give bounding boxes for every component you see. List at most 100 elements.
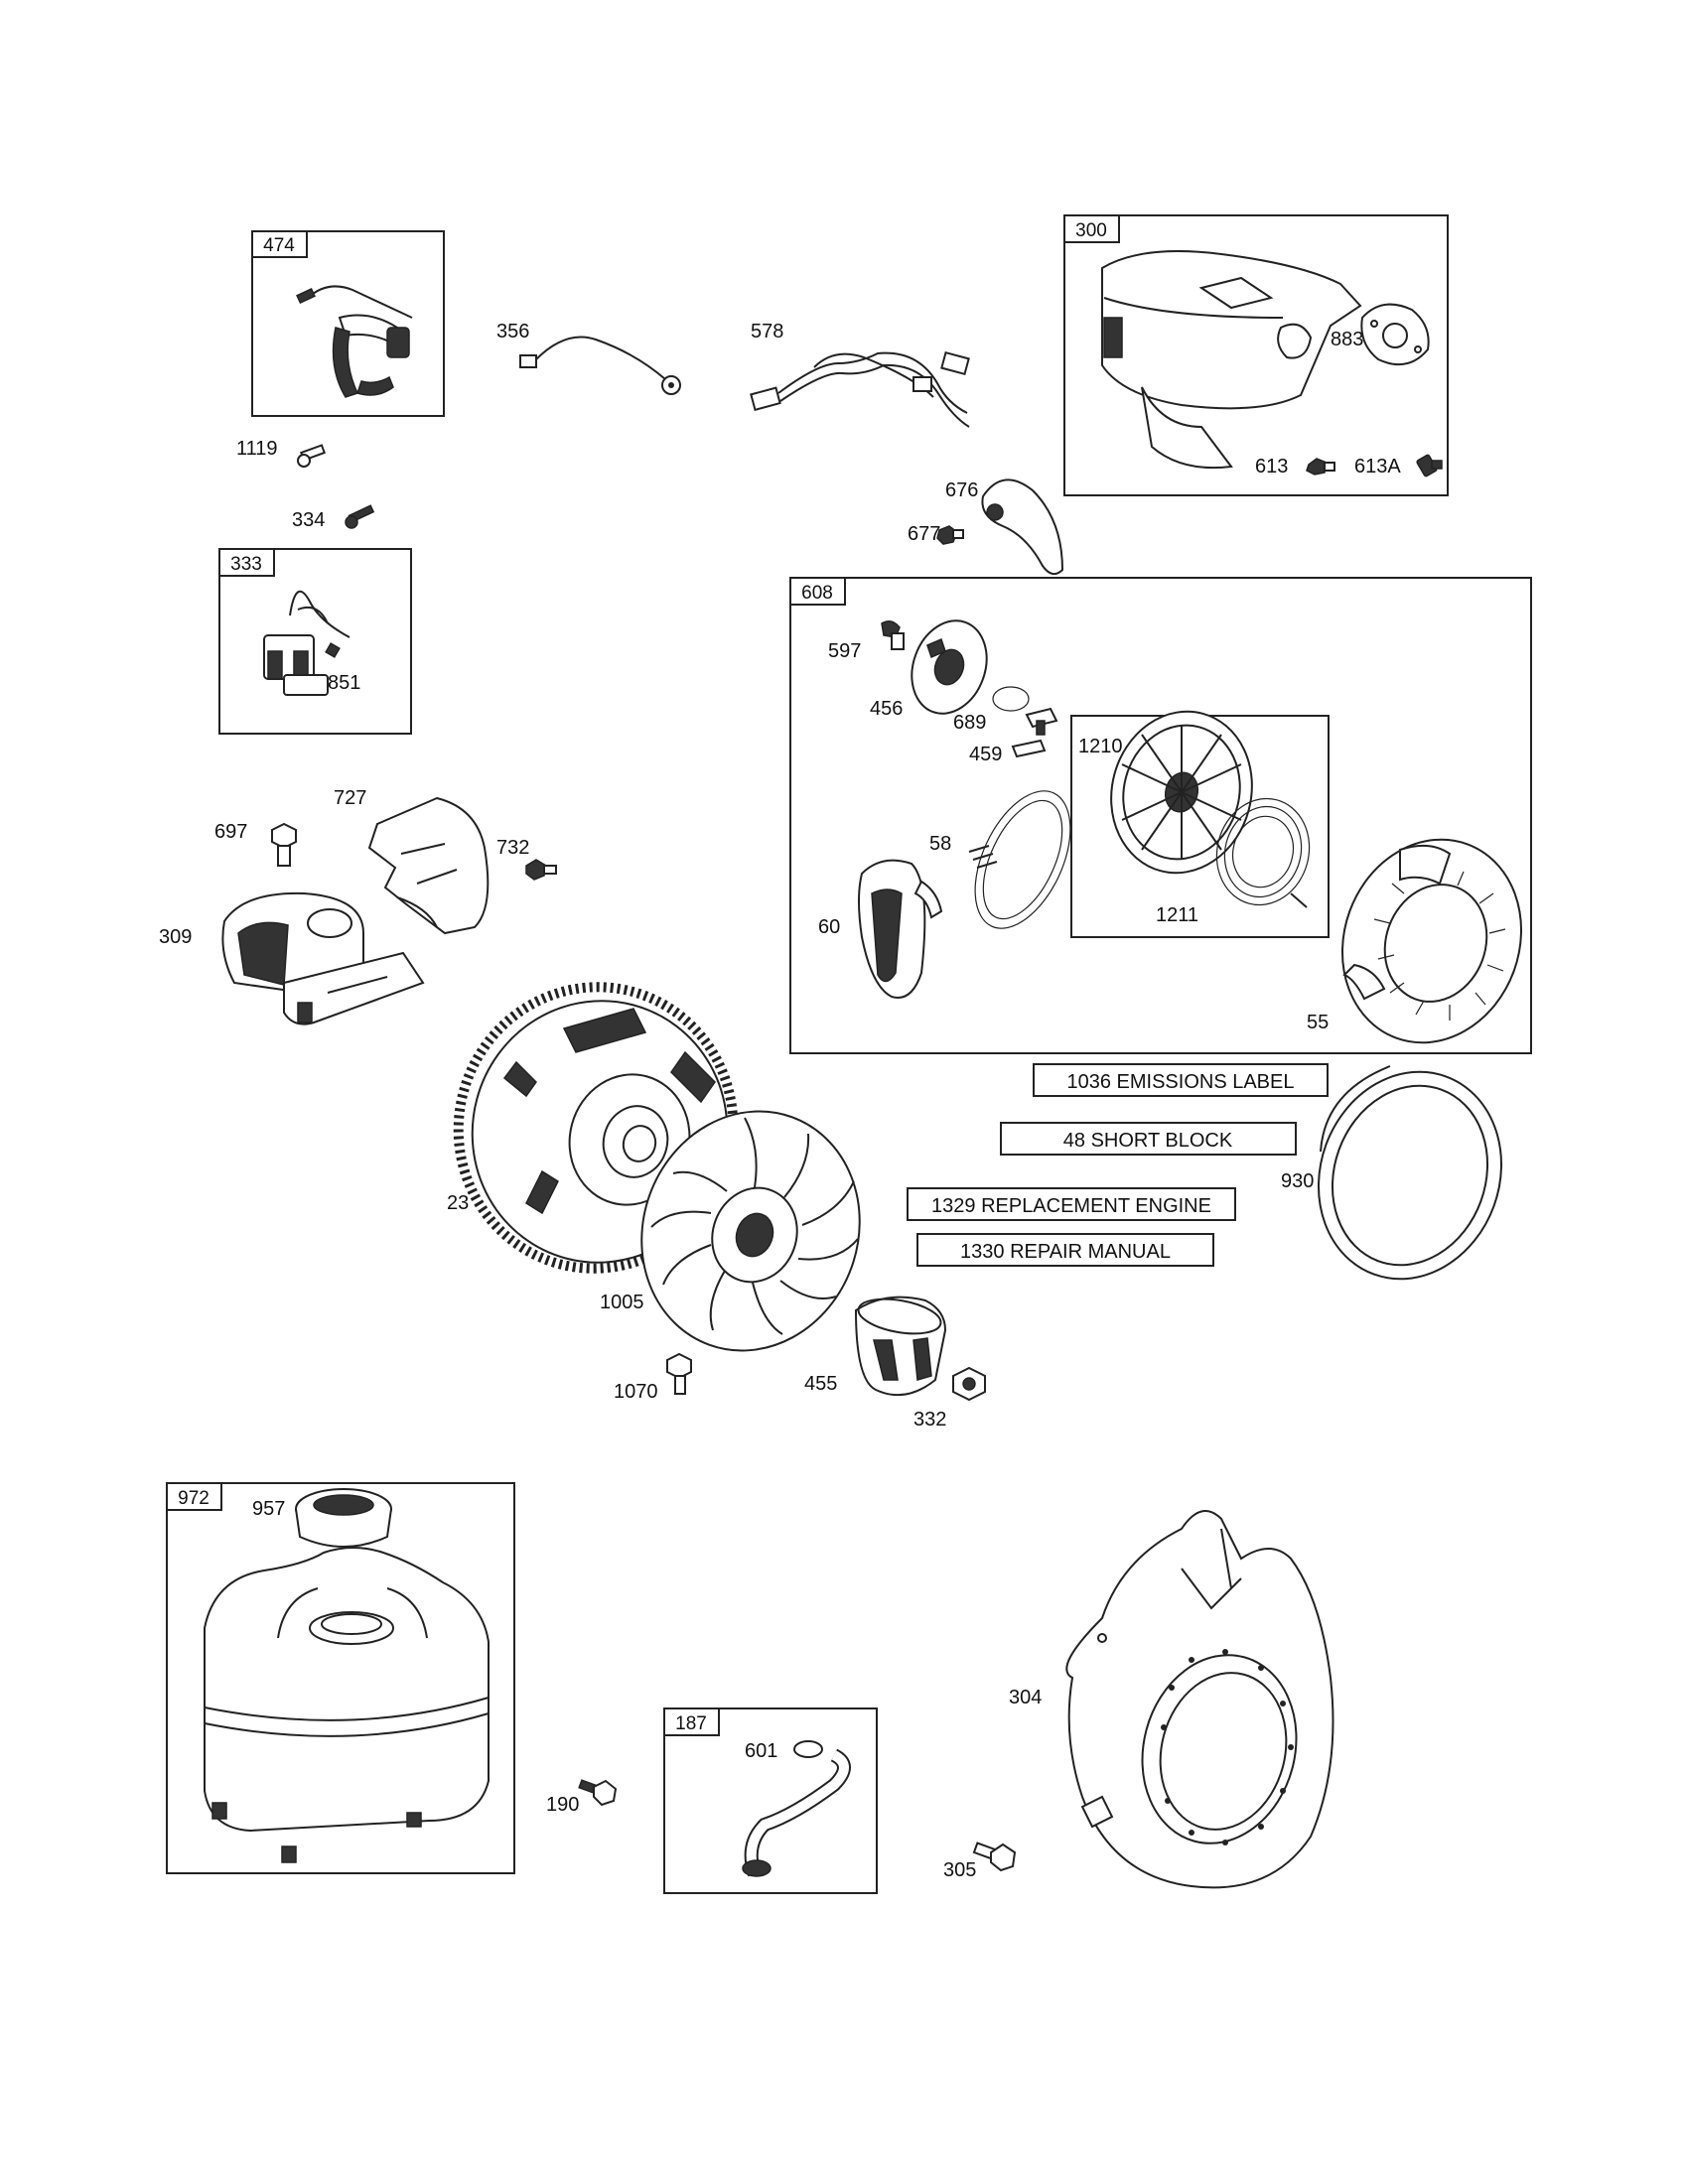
group-732: 732 xyxy=(496,837,557,881)
wire-harness-illustration xyxy=(750,350,970,428)
handle-60-illustration xyxy=(858,859,943,999)
alternator-309-illustration xyxy=(221,891,425,1025)
group-187: 187 601 xyxy=(663,1707,878,1894)
bolt-305-illustration xyxy=(972,1842,1017,1872)
spring-1211-illustration xyxy=(1215,797,1311,908)
ref-repair-manual: 1330 REPAIR MANUAL xyxy=(960,1241,1171,1263)
callout-597: 597 xyxy=(828,640,861,662)
screw-597-illustration xyxy=(881,620,905,650)
callout-677: 677 xyxy=(908,523,940,545)
group-356: 356 xyxy=(496,321,681,395)
bolt-697-illustration xyxy=(271,822,297,867)
callout-676: 676 xyxy=(945,479,978,501)
blower-housing-304-illustration xyxy=(1065,1510,1334,1889)
shield-676-illustration xyxy=(981,478,1064,576)
callout-972: 972 xyxy=(178,1488,210,1509)
fuel-cap-957-illustration xyxy=(295,1488,392,1548)
screw-334-illustration xyxy=(345,504,375,529)
callout-1119: 1119 xyxy=(236,438,278,460)
ref-emissions-label: 1036 EMISSIONS LABEL xyxy=(1066,1071,1294,1093)
callout-727: 727 xyxy=(334,787,366,809)
callout-1210: 1210 xyxy=(1078,736,1123,757)
nut-332-illustration xyxy=(952,1366,986,1402)
starter-housing-55-illustration xyxy=(1340,838,1523,1044)
group-1210-1211: 1210 1211 xyxy=(1070,710,1330,938)
group-300: 300 883 613 613A xyxy=(1063,214,1449,496)
group-1070: 1070 xyxy=(614,1352,692,1403)
group-190: 190 xyxy=(546,1779,618,1816)
muffler-illustration xyxy=(1101,250,1362,470)
group-455: 455 xyxy=(804,1296,947,1397)
retainer-689-illustration xyxy=(992,686,1030,712)
callout-332: 332 xyxy=(913,1409,946,1431)
fuel-line-601-illustration xyxy=(742,1740,851,1877)
callout-305: 305 xyxy=(943,1859,976,1881)
callout-601: 601 xyxy=(745,1740,777,1762)
screw-1119-illustration xyxy=(297,444,326,468)
bolt-1070-illustration xyxy=(666,1352,692,1395)
group-305: 305 xyxy=(943,1842,1017,1881)
callout-58: 58 xyxy=(929,833,951,855)
callout-23: 23 xyxy=(447,1192,469,1214)
screw-613a-illustration xyxy=(1416,454,1443,478)
ref-replacement-engine: 1329 REPLACEMENT ENGINE xyxy=(931,1195,1211,1217)
callout-456: 456 xyxy=(870,698,903,720)
callout-851: 851 xyxy=(328,672,360,694)
callout-474: 474 xyxy=(263,235,295,256)
group-304: 304 xyxy=(1009,1510,1334,1889)
callout-697: 697 xyxy=(214,821,247,843)
group-474: 474 xyxy=(251,230,445,417)
callout-608: 608 xyxy=(801,583,833,604)
callout-333: 333 xyxy=(230,554,262,575)
callout-300: 300 xyxy=(1075,220,1107,241)
screw-190-illustration xyxy=(578,1779,618,1807)
callout-578: 578 xyxy=(751,321,783,342)
group-1005: 1005 xyxy=(600,1110,861,1352)
callout-60: 60 xyxy=(818,916,840,938)
group-930: 930 xyxy=(1281,1065,1503,1281)
ref-short-block: 48 SHORT BLOCK xyxy=(1063,1130,1233,1152)
screw-677-illustration xyxy=(936,525,964,545)
fuel-tank-illustration xyxy=(204,1547,490,1863)
group-972: 972 957 xyxy=(166,1482,515,1874)
callout-1005: 1005 xyxy=(600,1292,644,1313)
screw-613-illustration xyxy=(1306,458,1335,476)
group-334: 334 xyxy=(292,504,375,531)
callout-883: 883 xyxy=(1331,329,1363,350)
group-1119: 1119 xyxy=(236,438,326,468)
pawl-plate-456-illustration xyxy=(911,619,988,715)
callout-187: 187 xyxy=(675,1713,707,1734)
group-578: 578 xyxy=(750,321,970,428)
screw-732-illustration xyxy=(525,859,557,881)
fan-1005-illustration xyxy=(640,1110,861,1352)
callout-930: 930 xyxy=(1281,1170,1314,1192)
callout-1211: 1211 xyxy=(1156,904,1198,926)
reference-labels: 1036 EMISSIONS LABEL 48 SHORT BLOCK 1329… xyxy=(907,1063,1329,1267)
group-676: 676 677 xyxy=(908,478,1064,576)
group-727: 727 xyxy=(334,787,490,935)
muffler-gasket-illustration xyxy=(1360,303,1430,366)
callout-356: 356 xyxy=(496,321,529,342)
callout-732: 732 xyxy=(496,837,529,859)
callout-304: 304 xyxy=(1009,1687,1042,1708)
callout-957: 957 xyxy=(252,1498,285,1520)
pulley-1210-illustration xyxy=(1110,710,1253,875)
callout-459: 459 xyxy=(969,744,1002,765)
shield-727-illustration xyxy=(367,796,490,935)
callout-334: 334 xyxy=(292,509,325,531)
group-309: 309 xyxy=(159,891,425,1025)
cup-455-illustration xyxy=(854,1296,947,1397)
group-332: 332 xyxy=(913,1366,986,1431)
callout-689: 689 xyxy=(953,712,986,734)
group-697: 697 xyxy=(214,821,297,867)
callout-613a: 613A xyxy=(1354,456,1401,478)
screen-930-illustration xyxy=(1317,1065,1503,1281)
ignition-armature-illustration xyxy=(296,285,413,398)
ground-wire-illustration xyxy=(519,336,681,395)
callout-1070: 1070 xyxy=(614,1381,658,1403)
pawl-459-illustration xyxy=(1011,707,1058,758)
group-608: 608 597 456 689 459 1210 xyxy=(789,577,1532,1054)
ignition-module-illustration xyxy=(263,590,351,696)
callout-55: 55 xyxy=(1307,1012,1329,1033)
